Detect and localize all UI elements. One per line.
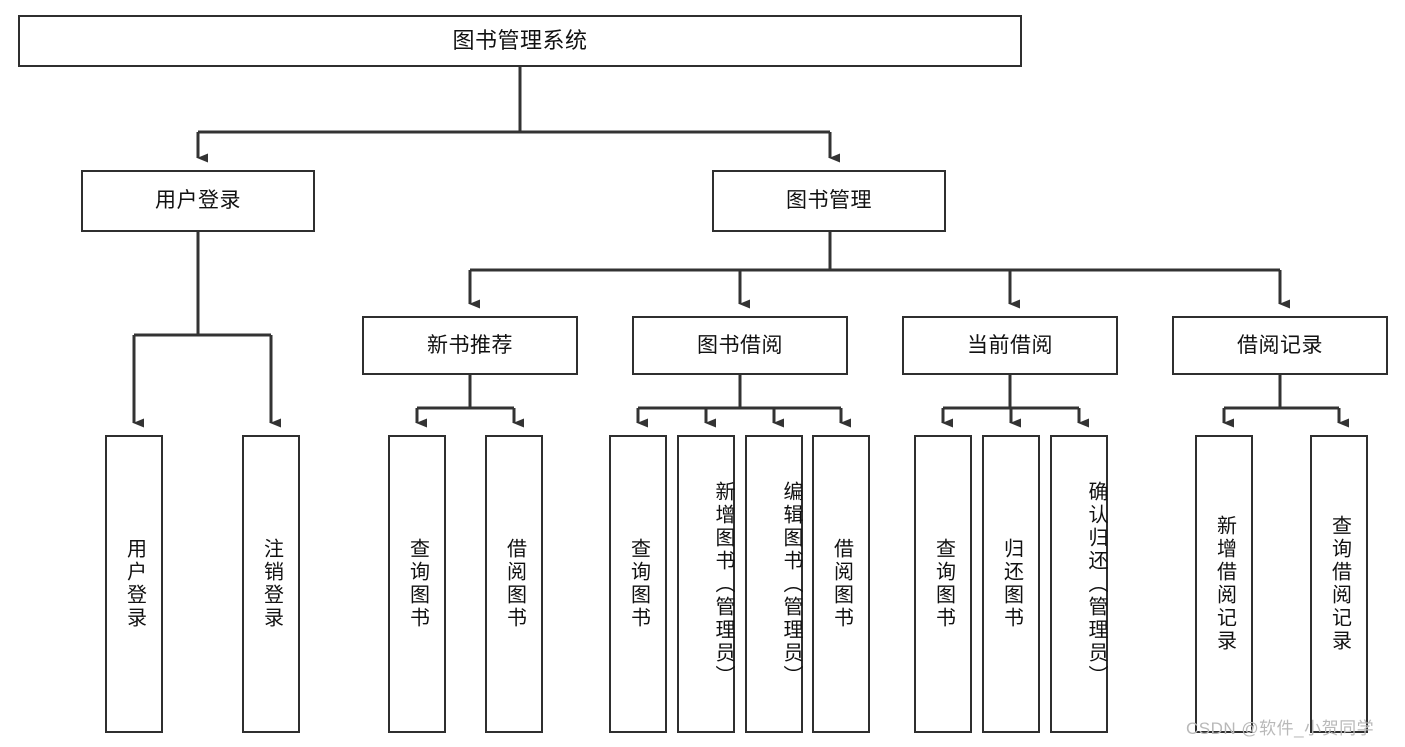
leaf-logout[interactable]: 注销登录 <box>242 435 300 733</box>
leaf-return-book[interactable]: 归还图书 <box>982 435 1040 733</box>
leaf-query-book-current[interactable]: 查询图书 <box>914 435 972 733</box>
node-borrow-record[interactable]: 借阅记录 <box>1172 316 1388 375</box>
leaf-add-book-admin[interactable]: 新增图书（管理员） <box>677 435 735 733</box>
node-root-system[interactable]: 图书管理系统 <box>18 15 1022 67</box>
leaf-query-book-borrow[interactable]: 查询图书 <box>609 435 667 733</box>
leaf-add-borrow-record[interactable]: 新增借阅记录 <box>1195 435 1253 733</box>
leaf-borrow-book[interactable]: 借阅图书 <box>812 435 870 733</box>
leaf-confirm-return-admin[interactable]: 确认归还（管理员） <box>1050 435 1108 733</box>
leaf-edit-book-admin[interactable]: 编辑图书（管理员） <box>745 435 803 733</box>
node-new-book-recommend[interactable]: 新书推荐 <box>362 316 578 375</box>
node-book-borrow[interactable]: 图书借阅 <box>632 316 848 375</box>
node-book-manage[interactable]: 图书管理 <box>712 170 946 232</box>
leaf-query-book-rec[interactable]: 查询图书 <box>388 435 446 733</box>
node-current-borrow[interactable]: 当前借阅 <box>902 316 1118 375</box>
node-user-login[interactable]: 用户登录 <box>81 170 315 232</box>
csdn-watermark: CSDN @软件_小贺同学 <box>1186 719 1375 738</box>
leaf-query-borrow-record[interactable]: 查询借阅记录 <box>1310 435 1368 733</box>
leaf-user-login[interactable]: 用户登录 <box>105 435 163 733</box>
leaf-borrow-book-rec[interactable]: 借阅图书 <box>485 435 543 733</box>
